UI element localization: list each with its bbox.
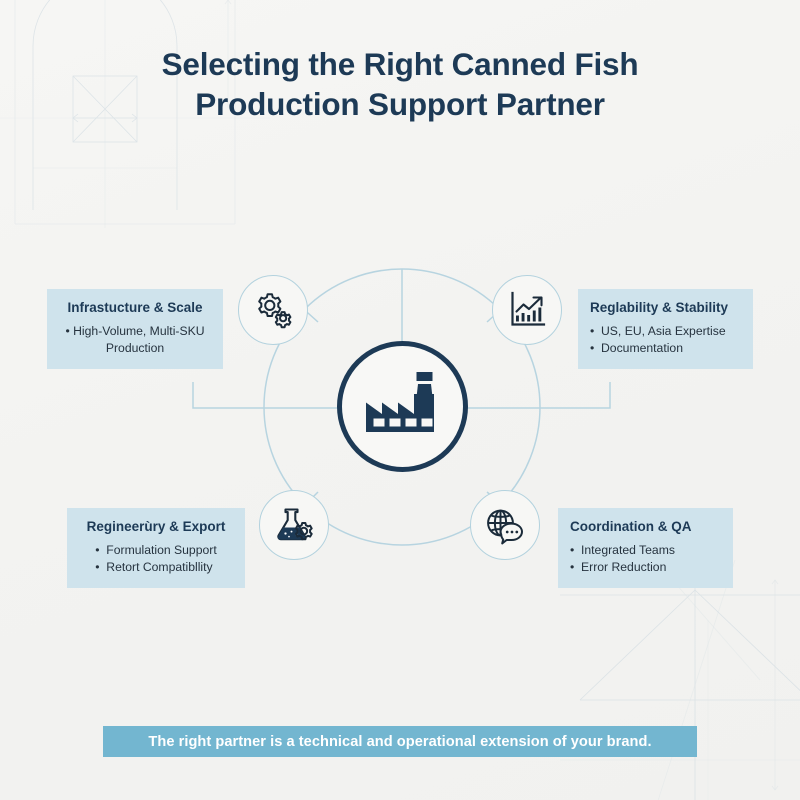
- card-infrastructure[interactable]: Infrastucture & Scale High-Volume, Multi…: [47, 289, 223, 369]
- card-engineering-title: Regineerùry & Export: [86, 519, 226, 534]
- node-coordination[interactable]: [470, 490, 540, 560]
- list-item: Integrated Teams: [570, 542, 721, 559]
- bar-chart-growth-icon: [511, 291, 546, 326]
- card-engineering[interactable]: Regineerùry & Export Formulation Support…: [67, 508, 245, 588]
- globe-chat-icon: [487, 509, 523, 545]
- card-regulatory-bullets: US, EU, Asia Expertise Documentation: [590, 323, 741, 357]
- node-infrastructure[interactable]: [238, 275, 308, 345]
- list-item: High-Volume, Multi-SKU Production: [59, 323, 211, 357]
- page-title-line-1: Selecting the Right Canned Fish: [161, 46, 639, 82]
- node-regulatory[interactable]: [492, 275, 562, 345]
- hub-center-factory[interactable]: [337, 341, 468, 472]
- card-infrastructure-title: Infrastucture & Scale: [67, 300, 203, 315]
- card-regulatory-title: Reglability & Stability: [590, 300, 729, 315]
- footer-banner: The right partner is a technical and ope…: [103, 726, 697, 757]
- card-coordination-title: Coordination & QA: [570, 519, 692, 534]
- list-item: US, EU, Asia Expertise: [590, 323, 741, 340]
- list-item: Retort Compatibllity: [95, 559, 216, 576]
- footer-banner-text: The right partner is a technical and ope…: [148, 733, 652, 750]
- card-regulatory[interactable]: Reglability & Stability US, EU, Asia Exp…: [578, 289, 753, 369]
- flask-gear-icon: [277, 508, 313, 541]
- list-item: Error Reduction: [570, 559, 721, 576]
- node-engineering[interactable]: [259, 490, 329, 560]
- factory-icon: [365, 371, 434, 432]
- card-engineering-bullets: Formulation Support Retort Compatibllity: [95, 542, 216, 576]
- card-coordination[interactable]: Coordination & QA Integrated Teams Error…: [558, 508, 733, 588]
- card-coordination-bullets: Integrated Teams Error Reduction: [570, 542, 721, 576]
- gears-icon: [258, 293, 292, 329]
- page-title: Selecting the Right Canned Fish Producti…: [0, 44, 800, 124]
- card-infrastructure-bullets: High-Volume, Multi-SKU Production: [59, 323, 211, 357]
- page-title-line-2: Production Support Partner: [195, 86, 605, 122]
- list-item: Documentation: [590, 340, 741, 357]
- list-item: Formulation Support: [95, 542, 216, 559]
